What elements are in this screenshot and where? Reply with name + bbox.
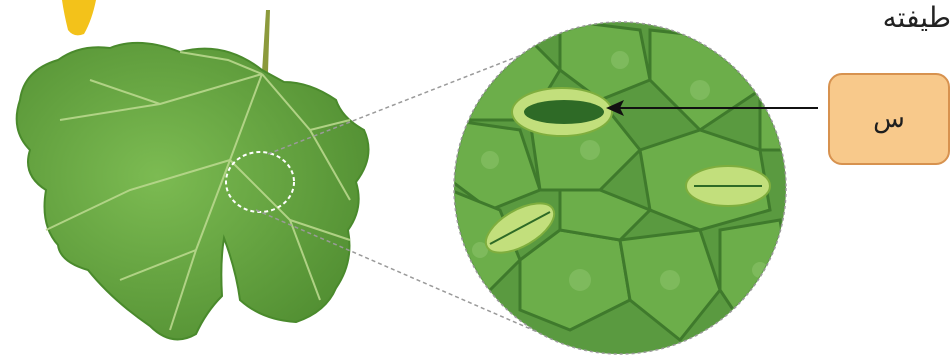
leaf-icon bbox=[17, 43, 369, 340]
leaf-stem bbox=[262, 10, 270, 72]
stomata-magnified-icon bbox=[450, 20, 800, 354]
label-text: س bbox=[873, 104, 905, 134]
stoma-top bbox=[512, 88, 612, 136]
label-box: س bbox=[828, 73, 950, 165]
stoma-right bbox=[686, 166, 770, 206]
yellow-mark bbox=[62, 0, 96, 35]
page-title: طيفته bbox=[883, 0, 951, 36]
